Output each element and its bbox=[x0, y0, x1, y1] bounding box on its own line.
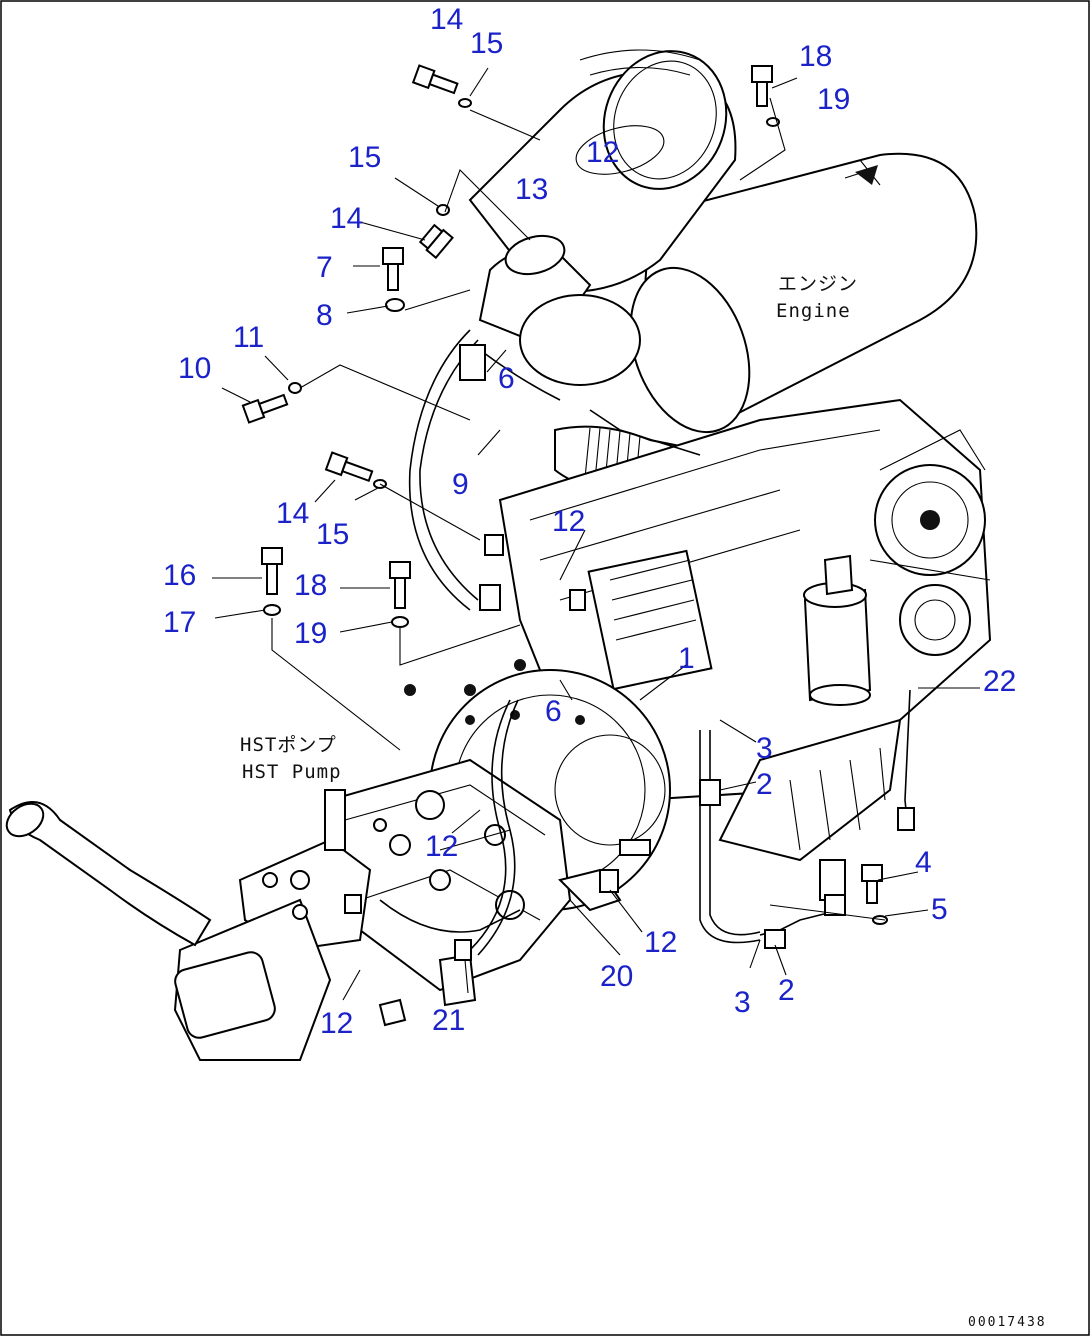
callout[interactable]: 5 bbox=[931, 893, 948, 926]
callout[interactable]: 14 bbox=[276, 497, 309, 530]
callout[interactable]: 22 bbox=[983, 665, 1016, 698]
callout[interactable]: 10 bbox=[178, 352, 211, 385]
connectors bbox=[344, 344, 846, 961]
callout-numbers: 14 15 12 13 15 14 7 8 11 10 6 9 14 15 12… bbox=[163, 3, 1016, 1040]
callout[interactable]: 2 bbox=[778, 974, 795, 1007]
callout[interactable]: 15 bbox=[316, 518, 349, 551]
fasteners bbox=[241, 64, 888, 925]
callout[interactable]: 2 bbox=[756, 768, 773, 801]
callout[interactable]: 21 bbox=[432, 1004, 465, 1037]
hst-pump-assembly bbox=[5, 758, 622, 1061]
callout[interactable]: 9 bbox=[452, 468, 469, 501]
callout[interactable]: 18 bbox=[294, 569, 327, 602]
callout[interactable]: 20 bbox=[600, 960, 633, 993]
engine-label-jp: エンジン bbox=[778, 273, 858, 295]
hst-pump-label-jp: HSTポンプ bbox=[240, 734, 337, 756]
hst-pump-label-en: HST Pump bbox=[242, 761, 342, 783]
callout[interactable]: 12 bbox=[644, 926, 677, 959]
callout[interactable]: 14 bbox=[330, 202, 363, 235]
callout[interactable]: 1 bbox=[678, 642, 695, 675]
callout[interactable]: 12 bbox=[586, 136, 619, 169]
document-number: 00017438 bbox=[968, 1315, 1047, 1330]
leader-lines bbox=[212, 67, 980, 1001]
engine-label-en: Engine bbox=[776, 300, 851, 322]
callout[interactable]: 13 bbox=[515, 173, 548, 206]
engine-assembly bbox=[404, 49, 992, 911]
callout[interactable]: 15 bbox=[348, 141, 381, 174]
callout[interactable]: 16 bbox=[163, 559, 196, 592]
callout[interactable]: 7 bbox=[316, 251, 333, 284]
callout[interactable]: 14 bbox=[430, 3, 463, 36]
callout[interactable]: 19 bbox=[294, 617, 327, 650]
engine-label: エンジン Engine bbox=[776, 273, 858, 322]
wiring-harness bbox=[379, 329, 841, 956]
callout[interactable]: 12 bbox=[320, 1007, 353, 1040]
callout[interactable]: 11 bbox=[233, 321, 264, 354]
callout[interactable]: 3 bbox=[734, 986, 751, 1019]
callout[interactable]: 15 bbox=[470, 27, 503, 60]
callout[interactable]: 4 bbox=[915, 846, 932, 879]
callout[interactable]: 17 bbox=[163, 606, 196, 639]
callout[interactable]: 6 bbox=[545, 695, 562, 728]
callout[interactable]: 12 bbox=[552, 505, 585, 538]
callout[interactable]: 18 bbox=[799, 40, 832, 73]
callout[interactable]: 8 bbox=[316, 299, 333, 332]
hst-pump-label: HSTポンプ HST Pump bbox=[240, 734, 342, 783]
callout[interactable]: 19 bbox=[817, 83, 850, 116]
callout[interactable]: 6 bbox=[498, 362, 515, 395]
callout[interactable]: 3 bbox=[756, 732, 773, 765]
callout[interactable]: 12 bbox=[425, 830, 458, 863]
